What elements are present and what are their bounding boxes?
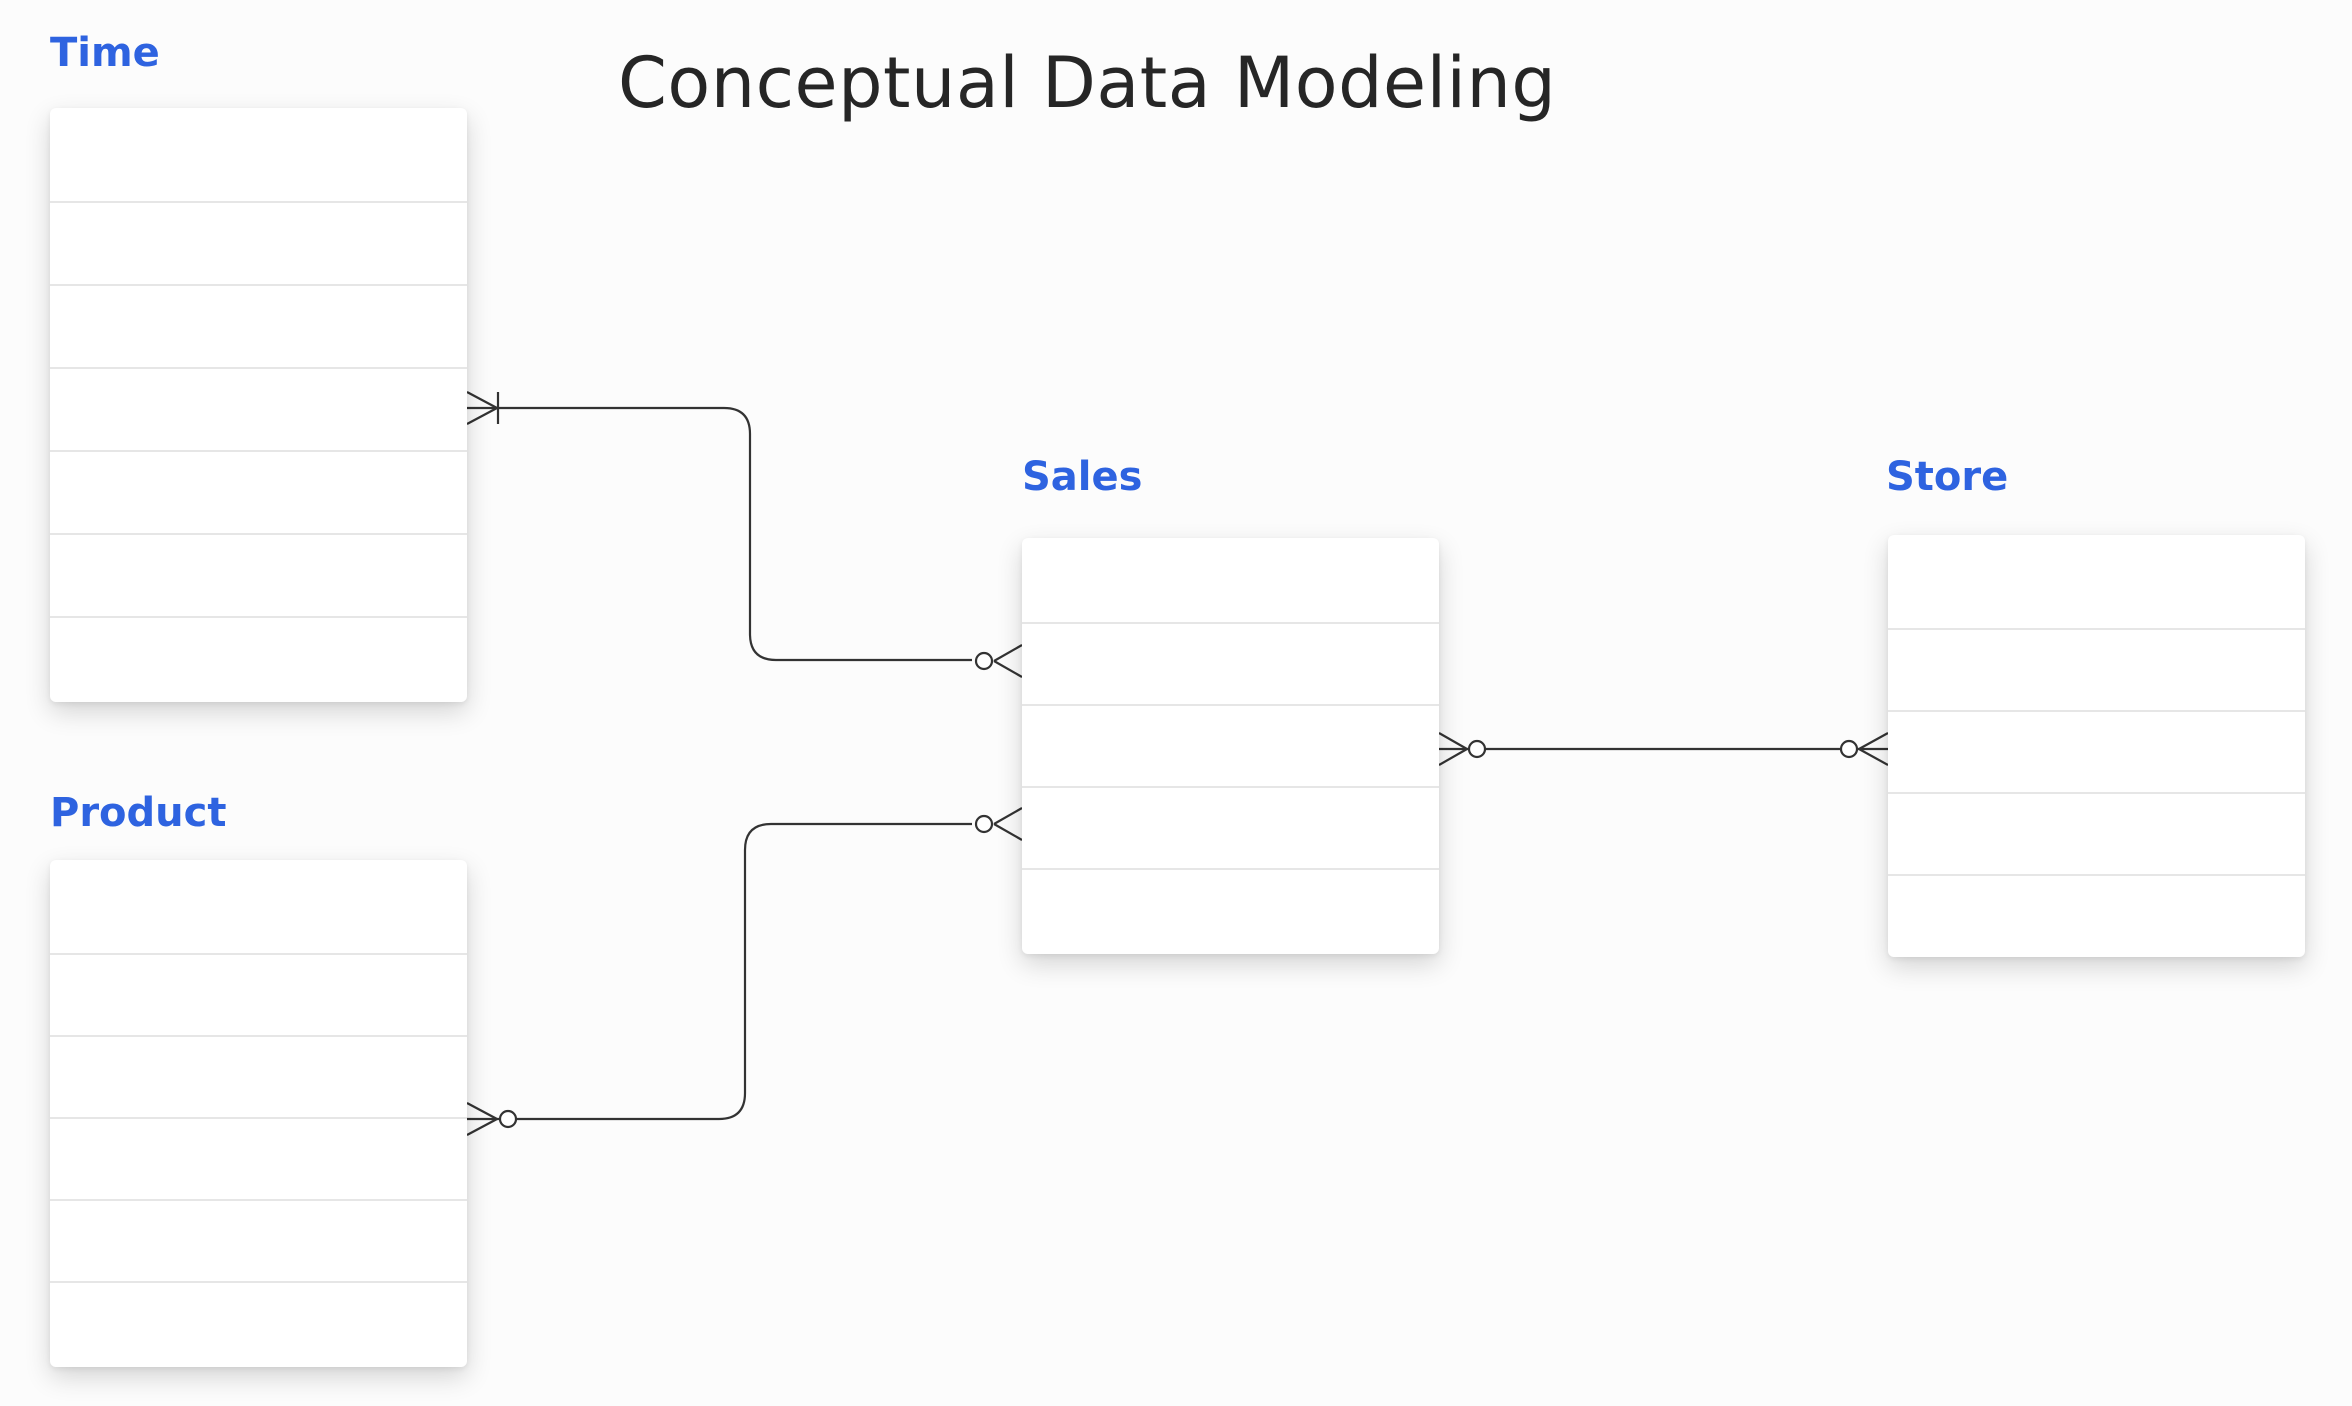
entity-row[interactable] (50, 618, 467, 701)
crow-foot-store (1858, 748, 1889, 766)
crow-foot-product (466, 1118, 498, 1136)
crow-foot-sales (1438, 748, 1468, 766)
entity-row[interactable] (50, 955, 467, 1037)
connector-line (467, 406, 972, 662)
crow-foot-sales (993, 823, 1023, 841)
crow-foot-sales (993, 644, 1023, 662)
entity-row[interactable] (50, 203, 467, 286)
entity-row[interactable] (1888, 876, 2305, 957)
crow-foot-time (466, 407, 498, 425)
zero-circle-store (1839, 739, 1859, 759)
entity-row[interactable] (50, 535, 467, 618)
entity-row[interactable] (1888, 794, 2305, 876)
entity-row[interactable] (50, 286, 467, 369)
entity-row[interactable] (1022, 706, 1439, 788)
crow-foot-product (466, 1102, 498, 1120)
entity-label-store: Store (1886, 454, 2009, 500)
entity-row[interactable] (50, 1119, 467, 1201)
entity-label-sales: Sales (1022, 454, 1143, 500)
crow-foot-sales (993, 660, 1023, 678)
zero-circle-sales (974, 814, 994, 834)
crow-foot-sales (993, 807, 1023, 825)
crow-foot-sales (1438, 732, 1468, 750)
entity-row[interactable] (1888, 712, 2305, 794)
entity-row[interactable] (50, 108, 467, 203)
connector-line (467, 822, 972, 1121)
relationship-sales-store[interactable] (1438, 732, 1889, 766)
entity-product[interactable] (50, 860, 467, 1367)
crow-foot-store (1858, 732, 1889, 750)
entity-row[interactable] (1022, 788, 1439, 870)
entity-label-product: Product (50, 790, 227, 836)
entity-row[interactable] (50, 1037, 467, 1119)
entity-row[interactable] (50, 1283, 467, 1365)
zero-circle-product (498, 1109, 518, 1129)
entity-row[interactable] (50, 369, 467, 452)
entity-store[interactable] (1888, 535, 2305, 957)
zero-circle-sales (974, 651, 994, 671)
entity-row[interactable] (1022, 624, 1439, 706)
entity-sales[interactable] (1022, 538, 1439, 954)
crow-foot-time (466, 391, 498, 409)
entity-row[interactable] (1022, 538, 1439, 624)
relationship-time-sales[interactable] (466, 391, 1023, 678)
entity-label-time: Time (50, 30, 160, 76)
entity-row[interactable] (50, 1201, 467, 1283)
entity-row[interactable] (1022, 870, 1439, 952)
zero-circle-sales (1467, 739, 1487, 759)
relationship-product-sales[interactable] (466, 807, 1023, 1136)
entity-row[interactable] (50, 452, 467, 535)
page-title: Conceptual Data Modeling (618, 42, 1557, 124)
entity-row[interactable] (50, 860, 467, 955)
entity-row[interactable] (1888, 535, 2305, 630)
entity-time[interactable] (50, 108, 467, 702)
entity-row[interactable] (1888, 630, 2305, 712)
